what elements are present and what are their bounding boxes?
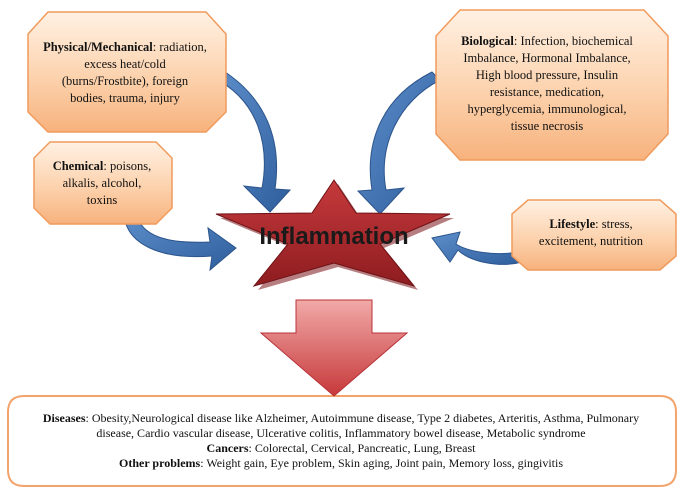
outcomes-box: Diseases: Obesity,Neurological disease l… xyxy=(8,401,674,481)
biological-text-line4: resistance, medication, xyxy=(489,85,605,99)
arrow-chemical xyxy=(123,213,237,272)
chemical-box: Chemical: poisons, alkalis, alcohol, tox… xyxy=(36,150,168,216)
biological-box: Biological: Infection, biochemical Imbal… xyxy=(432,22,662,146)
physical-text-line1: : radiation, excess heat/cold xyxy=(84,40,207,71)
cancers-text: : Colorectal, Cervical, Pancreatic, Lung… xyxy=(248,441,476,455)
biological-heading: Biological xyxy=(461,34,514,48)
cancers-heading: Cancers xyxy=(206,441,249,455)
chemical-text-line2: alkalis, alcohol, xyxy=(62,175,142,190)
arrow-lifestyle xyxy=(431,231,523,265)
lifestyle-text-line1: : stress, xyxy=(595,217,633,231)
biological-text-line6: tissue necrosis xyxy=(510,119,584,133)
biological-text-line1: : Infection, biochemical xyxy=(513,34,633,48)
physical-text-line2: (burns/Frostbite), foreign xyxy=(61,74,189,88)
lifestyle-box: Lifestyle: stress, excitement, nutrition xyxy=(510,207,672,259)
chemical-heading: Chemical xyxy=(52,158,104,173)
inflammation-label: Inflammation xyxy=(259,223,409,250)
lifestyle-heading: Lifestyle xyxy=(549,217,596,231)
biological-box-shape xyxy=(435,9,669,161)
other-problems-line: Other problems: Weight gain, Eye problem… xyxy=(119,456,563,471)
diseases-line-1: Diseases: Obesity,Neurological disease l… xyxy=(43,411,639,426)
diseases-box-shape xyxy=(7,395,677,487)
down-arrow xyxy=(259,299,409,397)
diseases-line-2: disease, Cardio vascular disease, Ulcera… xyxy=(96,426,586,440)
inflammation-star xyxy=(215,179,454,290)
lifestyle-text-line2: excitement, nutrition xyxy=(538,234,644,248)
physical-heading: Physical/Mechanical xyxy=(43,40,153,54)
cancers-line: Cancers: Colorectal, Cervical, Pancreati… xyxy=(207,441,476,456)
arrow-biological xyxy=(356,71,441,215)
physical-mechanical-box: Physical/Mechanical: radiation, excess h… xyxy=(30,22,220,124)
biological-text-line3: High blood pressure, Insulin xyxy=(475,68,619,82)
biological-text-line5: hyperglycemia, immunological, xyxy=(467,102,627,116)
other-problems-heading: Other problems xyxy=(118,456,201,470)
lifestyle-box-shape xyxy=(511,199,677,271)
physical-text-line3: bodies, trauma, injury xyxy=(70,91,180,105)
other-problems-text: : Weight gain, Eye problem, Skin aging, … xyxy=(200,456,564,470)
chemical-box-shape xyxy=(33,141,173,225)
diseases-heading: Diseases xyxy=(42,411,86,425)
biological-text-line2: Imbalance, Hormonal Imbalance, xyxy=(463,51,631,65)
arrow-physical xyxy=(213,69,292,213)
chemical-text-line3: toxins xyxy=(86,192,118,207)
chemical-text-line1: : poisons, xyxy=(103,158,152,173)
diseases-text-1: : Obesity,Neurological disease like Alzh… xyxy=(85,411,640,425)
physical-box-shape xyxy=(27,11,227,133)
